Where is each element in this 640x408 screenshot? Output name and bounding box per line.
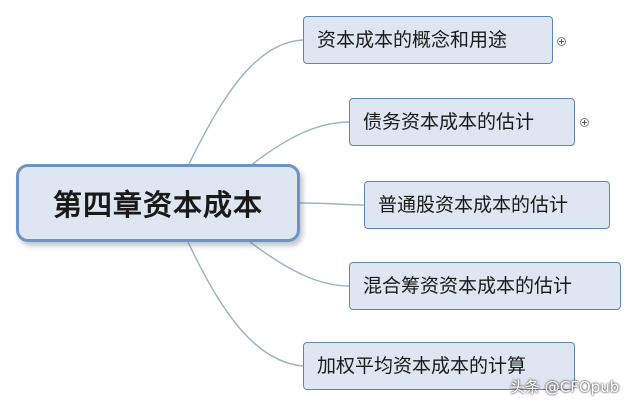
connector-1: [187, 39, 304, 167]
subtopic-common-stock-cost-estimate[interactable]: 普通股资本成本的估计: [364, 181, 610, 229]
connector-2: [249, 121, 350, 167]
expand-icon[interactable]: [580, 118, 589, 127]
central-topic[interactable]: 第四章资本成本: [16, 164, 300, 242]
subtopic-label: 普通股资本成本的估计: [378, 193, 569, 216]
connector-3: [299, 202, 365, 206]
connector-5: [187, 241, 304, 367]
subtopic-label: 混合筹资资本成本的估计: [363, 274, 573, 297]
subtopic-label: 债务资本成本的估计: [363, 110, 535, 133]
subtopic-capital-cost-concept[interactable]: 资本成本的概念和用途: [303, 16, 553, 64]
subtopic-label: 资本成本的概念和用途: [317, 28, 508, 51]
subtopic-debt-cost-estimate[interactable]: 债务资本成本的估计: [349, 98, 575, 146]
subtopic-label: 加权平均资本成本的计算: [317, 354, 527, 377]
expand-icon[interactable]: [557, 37, 566, 46]
subtopic-wacc-calculation[interactable]: 加权平均资本成本的计算: [303, 342, 575, 390]
subtopic-hybrid-financing-cost-estimate[interactable]: 混合筹资资本成本的估计: [349, 262, 621, 310]
watermark: 头条 @CFOpub: [510, 378, 620, 396]
connector-4: [249, 241, 350, 287]
